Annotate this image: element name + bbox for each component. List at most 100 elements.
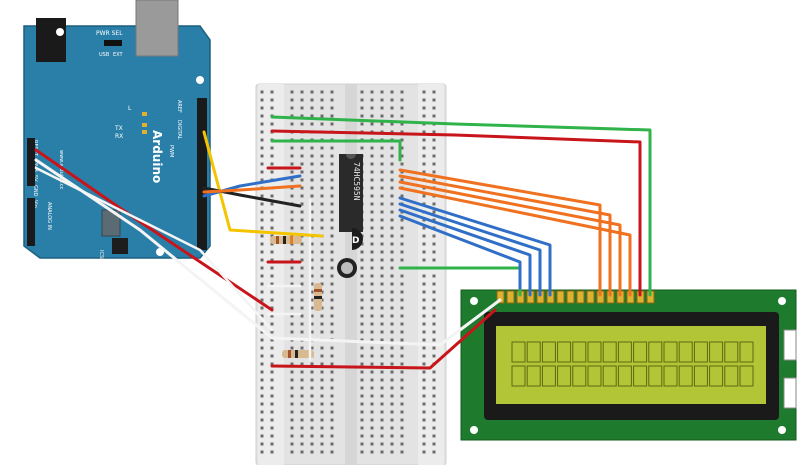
analog-in-label: ANALOG IN <box>46 202 52 230</box>
breadboard-hole <box>432 146 436 150</box>
breadboard-hole <box>300 426 304 430</box>
breadboard-hole <box>260 338 264 342</box>
breadboard-hole <box>260 226 264 230</box>
lcd-char-cell <box>557 365 572 387</box>
breadboard-hole <box>270 282 274 286</box>
lcd-char-cell <box>617 341 632 363</box>
breadboard-hole <box>290 146 294 150</box>
breadboard-hole <box>432 242 436 246</box>
breadboard-hole <box>432 106 436 110</box>
breadboard-hole <box>330 426 334 430</box>
breadboard-hole <box>400 386 404 390</box>
breadboard-hole <box>360 106 364 110</box>
breadboard-hole <box>432 386 436 390</box>
breadboard-hole <box>310 426 314 430</box>
breadboard-hole <box>330 362 334 366</box>
breadboard-hole <box>400 98 404 102</box>
breadboard-hole <box>290 426 294 430</box>
lcd-char-cell <box>633 365 648 387</box>
wire-blue <box>398 202 542 297</box>
breadboard-hole <box>390 426 394 430</box>
gnd-label: GND <box>32 185 38 197</box>
breadboard-hole <box>260 298 264 302</box>
lcd-char-cell <box>709 341 724 363</box>
lcd-char-cell <box>511 341 526 363</box>
breadboard-hole <box>432 314 436 318</box>
breadboard-hole <box>310 106 314 110</box>
breadboard-hole <box>360 410 364 414</box>
breadboard-hole <box>390 282 394 286</box>
breadboard-hole <box>380 370 384 374</box>
breadboard-hole <box>260 210 264 214</box>
breadboard-hole <box>260 258 264 262</box>
breadboard-hole <box>400 410 404 414</box>
arduino-pcb <box>23 25 211 259</box>
breadboard-hole <box>260 106 264 110</box>
breadboard-hole <box>432 202 436 206</box>
breadboard-hole <box>290 418 294 422</box>
breadboard-hole <box>330 242 334 246</box>
breadboard-hole <box>300 410 304 414</box>
breadboard-hole <box>380 202 384 206</box>
breadboard-hole <box>310 282 314 286</box>
breadboard-hole <box>380 170 384 174</box>
breadboard-hole <box>270 218 274 222</box>
breadboard-hole <box>400 106 404 110</box>
wire-blue <box>398 208 532 297</box>
breadboard-hole <box>290 402 294 406</box>
breadboard-hole <box>290 114 294 118</box>
mount-hole <box>470 297 478 305</box>
breadboard-hole <box>400 90 404 94</box>
lcd-char-cell <box>709 365 724 387</box>
breadboard-hole <box>400 418 404 422</box>
breadboard-hole <box>270 370 274 374</box>
led-rx <box>142 130 147 134</box>
breadboard-hole <box>320 178 324 182</box>
breadboard-hole <box>300 370 304 374</box>
breadboard-hole <box>320 194 324 198</box>
breadboard-hole <box>400 298 404 302</box>
breadboard-hole <box>260 434 264 438</box>
lcd-pin-header <box>496 290 655 304</box>
breadboard-hole <box>300 298 304 302</box>
breadboard-holes <box>260 90 436 454</box>
breadboard-hole <box>432 274 436 278</box>
breadboard-hole <box>290 322 294 326</box>
breadboard-hole <box>432 402 436 406</box>
lcd-char-cell <box>526 341 541 363</box>
breadboard-hole <box>310 210 314 214</box>
url-label: www.arduino.cc <box>58 150 64 190</box>
breadboard-hole <box>422 218 426 222</box>
breadboard-hole <box>380 434 384 438</box>
breadboard-hole <box>390 178 394 182</box>
mount-hole <box>56 28 64 36</box>
breadboard-hole <box>432 370 436 374</box>
breadboard-hole <box>300 378 304 382</box>
breadboard-hole <box>400 218 404 222</box>
breadboard-hole <box>290 282 294 286</box>
lcd-char-cell <box>602 341 617 363</box>
wire-yellow <box>202 130 324 238</box>
breadboard-hole <box>422 154 426 158</box>
breadboard-hole <box>330 114 334 118</box>
lcd-char-cell <box>678 365 693 387</box>
breadboard-hole <box>310 162 314 166</box>
breadboard-hole <box>370 418 374 422</box>
breadboard-hole <box>380 242 384 246</box>
lcd-char-cell <box>587 341 602 363</box>
breadboard-hole <box>360 434 364 438</box>
lcd-char-cell <box>663 341 678 363</box>
breadboard-hole <box>290 162 294 166</box>
breadboard-hole <box>260 234 264 238</box>
wire-orange <box>398 174 612 297</box>
breadboard-hole <box>320 106 324 110</box>
breadboard-hole <box>300 266 304 270</box>
breadboard-hole <box>290 290 294 294</box>
breadboard-hole <box>320 162 324 166</box>
breadboard-hole <box>390 450 394 454</box>
breadboard-hole <box>422 106 426 110</box>
breadboard-hole <box>260 178 264 182</box>
breadboard-hole <box>310 394 314 398</box>
lcd-pin <box>496 290 505 304</box>
breadboard-hole <box>330 210 334 214</box>
